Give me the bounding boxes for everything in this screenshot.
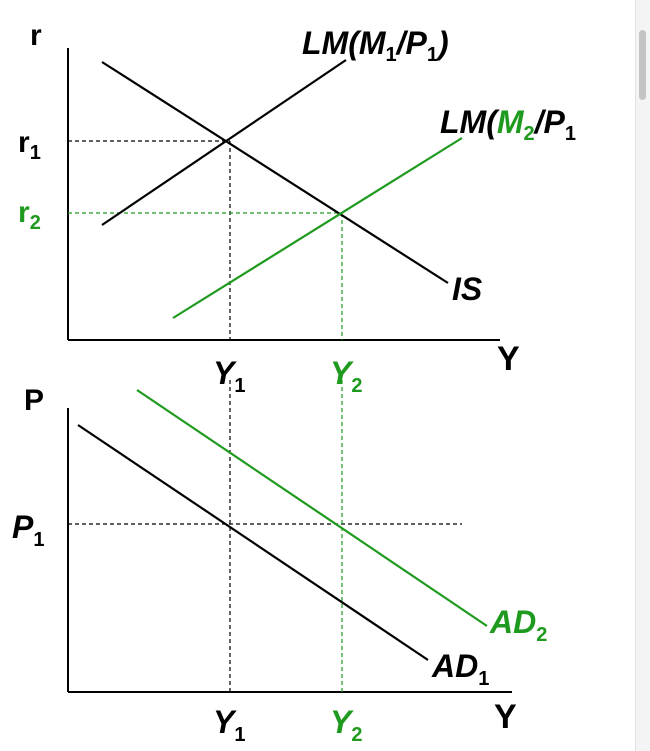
ad1-label: AD1 [431,648,489,690]
r2-label: r2 [18,196,41,234]
lm2-label: LM(M2/P1 [440,104,576,145]
is-curve [101,61,449,284]
is-label: IS [452,271,483,307]
y1-label-top: Y1 [213,355,245,397]
y2-label-top: Y2 [330,355,362,397]
y-axis-label-bottom: Y [494,698,517,736]
y2-label-bottom: Y2 [330,704,362,746]
ad2-curve [136,389,488,627]
lm1-label: LM(M1/P1) [302,25,449,66]
scrollbar-thumb[interactable] [639,30,646,100]
ad2-label: AD2 [489,604,547,646]
ad-panel: P Y P1 Y1 Y2 AD1 AD2 [12,380,547,746]
vertical-scrollbar[interactable] [635,0,650,751]
r-axis-label: r [30,19,42,52]
ad1-curve [77,424,429,661]
p-axis-label: P [24,384,44,417]
p1-label: P1 [12,509,44,551]
y-axis-label-top: Y [497,340,520,378]
y1-label-bottom: Y1 [213,704,245,746]
lm2-curve [172,137,463,319]
is-lm-panel: r Y r1 r2 Y1 Y2 LM(M1/P1) LM(M2/P1 IS [18,19,576,397]
r1-label: r1 [18,126,41,164]
lm1-curve [101,59,347,226]
